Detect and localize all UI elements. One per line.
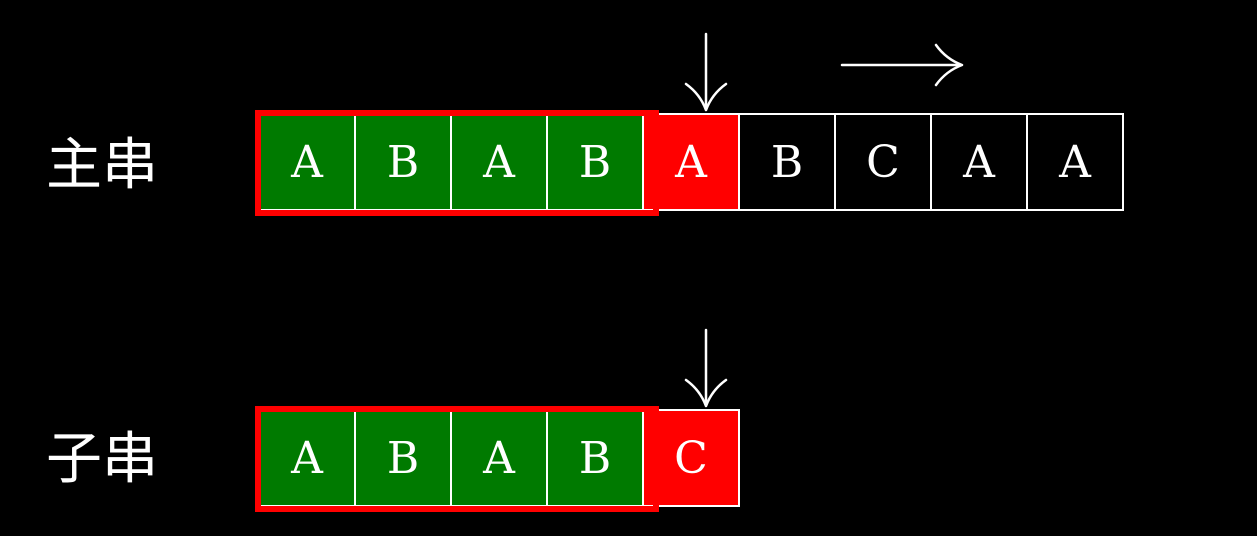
main-cell-0: A [258,113,356,211]
main-string-label: 主串 [46,133,158,198]
sub-pointer-down-arrow-icon [684,328,728,408]
main-pointer-down-arrow-icon [684,32,728,112]
sub-string-label: 子串 [46,427,158,492]
main-cell-7: A [930,113,1028,211]
direction-right-arrow-icon [840,43,964,87]
main-cell-8: A [1026,113,1124,211]
sub-cell-3: B [546,409,644,507]
main-string-cells: A B A B A B C A A [258,113,1124,211]
main-cell-5: B [738,113,836,211]
